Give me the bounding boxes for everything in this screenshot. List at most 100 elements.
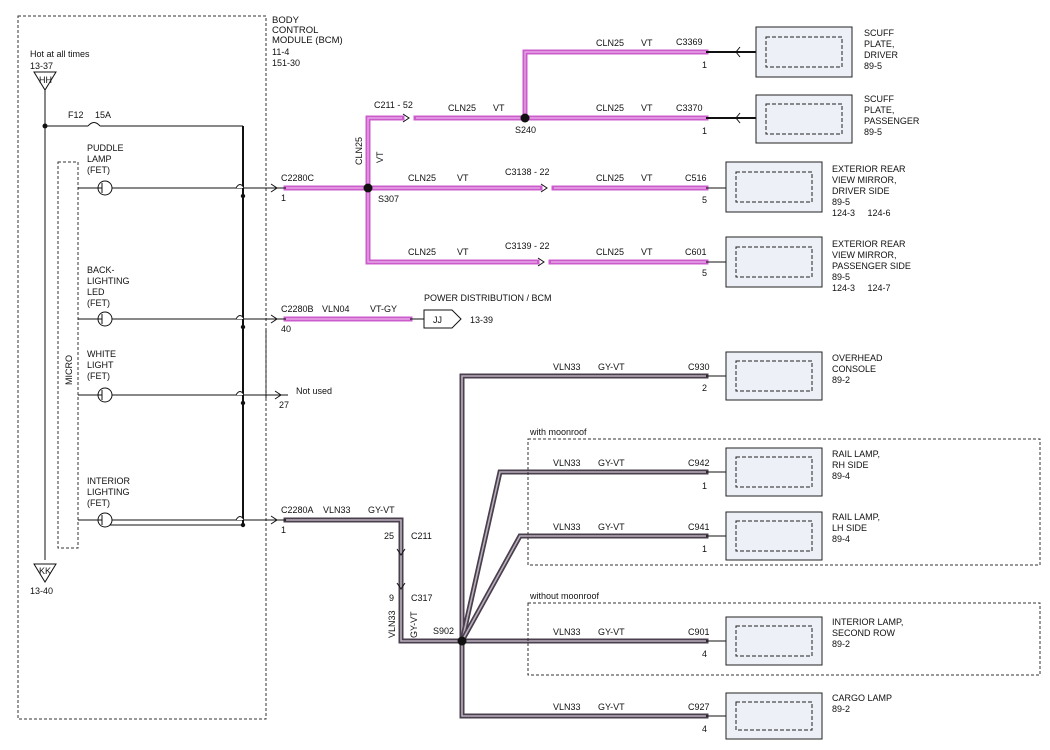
scuff-pass-name-2: PLATE, <box>864 105 894 115</box>
c317-label: C317 <box>411 593 433 603</box>
c3369-label: C3369 <box>676 37 703 47</box>
s307-label: S307 <box>378 194 399 204</box>
c927-pin: 4 <box>702 724 707 734</box>
vln33-vertical: VLN33 <box>387 610 397 638</box>
vt-seg7: VT <box>641 247 653 257</box>
c942-pin: 1 <box>702 481 707 491</box>
mirror-driver-ref-1: 89-5 <box>832 197 850 207</box>
vln33-rh: VLN33 <box>553 458 581 468</box>
second-row-name-1: INTERIOR LAMP, <box>832 617 903 627</box>
micro-label: MICRO <box>64 355 74 385</box>
fuse-name: F12 <box>68 110 84 120</box>
vln33-lh: VLN33 <box>553 522 581 532</box>
cln25-seg6: CLN25 <box>408 247 436 257</box>
vt-vertical: VT <box>375 151 385 163</box>
mirror-driver-name-1: EXTERIOR REAR <box>832 164 906 174</box>
rail-rh-ref: 89-4 <box>832 471 850 481</box>
vln33-circuit: C2280A VLN33 GY-VT 1 25 C211 9 C317 VLN3… <box>266 362 1041 719</box>
cln25-seg3: CLN25 <box>596 103 624 113</box>
white-line-3: (FET) <box>87 371 110 381</box>
scuff-driver-name-1: SCUFF <box>864 28 894 38</box>
cln25-circuit: C2280C 1 S307 CLN25 VT C211 - 52 CLN25 V… <box>265 38 709 410</box>
rail-rh-name-2: RH SIDE <box>832 460 869 470</box>
load-scuff-passenger: C3370 1 SCUFF PLATE, PASSENGER 89-5 <box>676 94 920 144</box>
white-line-2: LIGHT <box>87 360 114 370</box>
bcm-ref-2: 151-30 <box>272 58 300 68</box>
mirror-pass-name-3: PASSENGER SIDE <box>832 261 911 271</box>
kk-connector: KK <box>33 563 57 583</box>
puddle-line-1: PUDDLE <box>87 143 124 153</box>
vln04-label: VLN04 <box>322 304 350 314</box>
bcm-ref-1: 11-4 <box>272 47 289 57</box>
scuff-driver-ref: 89-5 <box>864 61 882 71</box>
c942-label: C942 <box>688 458 710 468</box>
c2280c-pin: 1 <box>281 193 286 203</box>
ground-ref: 13-40 <box>30 586 53 596</box>
vt-seg4: VT <box>457 173 469 183</box>
vln33-overhead: VLN33 <box>553 362 581 372</box>
c516-label: C516 <box>685 173 707 183</box>
c941-pin: 1 <box>702 544 707 554</box>
bcm-title-1: BODY <box>272 15 300 26</box>
vt-seg2: VT <box>641 38 653 48</box>
load-mirror-driver: C516 5 EXTERIOR REAR VIEW MIRROR, DRIVER… <box>685 161 906 218</box>
scuff-driver-name-3: DRIVER <box>864 50 899 60</box>
c901-pin: 4 <box>702 649 707 659</box>
mirror-pass-ref-2: 124-3 124-7 <box>832 283 891 293</box>
jj-connector <box>423 309 462 329</box>
gy-vt-lh: GY-VT <box>598 522 625 532</box>
c3370-label: C3370 <box>676 103 703 113</box>
s307-splice <box>363 183 373 193</box>
c211-52-label: C211 - 52 <box>374 100 413 110</box>
second-row-name-2: SECOND ROW <box>832 628 896 638</box>
backlight-line-1: BACK- <box>87 265 115 275</box>
load-scuff-driver: C3369 1 SCUFF PLATE, DRIVER 89-5 <box>676 26 899 78</box>
cln25-seg5: CLN25 <box>596 173 624 183</box>
c317-pin: 9 <box>389 593 394 603</box>
jj-label: JJ <box>433 315 442 325</box>
s902-label: S902 <box>433 626 454 636</box>
gy-vt-overhead: GY-VT <box>598 362 625 372</box>
s240-splice <box>520 113 530 123</box>
s902-splice <box>457 636 467 646</box>
fuse-rating: 15A <box>95 110 111 120</box>
c930-label: C930 <box>688 362 710 372</box>
load-rail-lh: C941 1 RAIL LAMP, LH SIDE 89-4 <box>688 511 880 561</box>
vt-seg6: VT <box>457 247 469 257</box>
bcm-module: BODY CONTROL MODULE (BCM) 11-4 151-30 Ho… <box>17 15 343 720</box>
interior-line-1: INTERIOR <box>87 476 131 486</box>
c2280b-label: C2280B <box>281 304 314 314</box>
vln33-seg1: VLN33 <box>323 505 351 515</box>
scuff-pass-ref: 89-5 <box>864 127 882 137</box>
gy-vt-seg1: GY-VT <box>368 505 395 515</box>
c211-pin: 25 <box>384 531 394 541</box>
mirror-pass-ref-1: 89-5 <box>832 272 850 282</box>
cln25-seg1: CLN25 <box>448 103 476 113</box>
vt-gy-label: VT-GY <box>370 304 397 314</box>
not-used-label: Not used <box>296 386 332 396</box>
output-backlighting-led: BACK- LIGHTING LED (FET) <box>78 265 266 327</box>
jj-ref: 13-39 <box>470 315 493 325</box>
mirror-driver-name-3: DRIVER SIDE <box>832 186 890 196</box>
bus-crossings <box>235 184 246 528</box>
scuff-driver-name-2: PLATE, <box>864 39 894 49</box>
c2280c-label: C2280C <box>281 173 315 183</box>
bcm-title-3: MODULE (BCM) <box>272 35 343 46</box>
cln25-seg2: CLN25 <box>596 38 624 48</box>
c2280a-pin: 1 <box>281 525 286 535</box>
mirror-driver-ref-2: 124-3 124-6 <box>832 208 891 218</box>
cargo-ref: 89-2 <box>832 704 850 714</box>
c901-label: C901 <box>688 627 710 637</box>
vln33-second-row: VLN33 <box>553 627 581 637</box>
load-rail-rh: C942 1 RAIL LAMP, RH SIDE 89-4 <box>688 447 880 497</box>
scuff-pass-name-1: SCUFF <box>864 94 894 104</box>
interior-line-3: (FET) <box>87 498 110 508</box>
cln25-seg4: CLN25 <box>408 173 436 183</box>
c516-pin: 5 <box>702 195 707 205</box>
without-moonroof-label: without moonroof <box>529 591 600 601</box>
c2280b-pin: 40 <box>281 324 291 334</box>
c930-pin: 2 <box>702 383 707 393</box>
with-moonroof-box <box>527 438 1041 566</box>
power-dist-label: POWER DISTRIBUTION / BCM <box>424 293 552 303</box>
c3369-pin: 1 <box>702 60 707 70</box>
